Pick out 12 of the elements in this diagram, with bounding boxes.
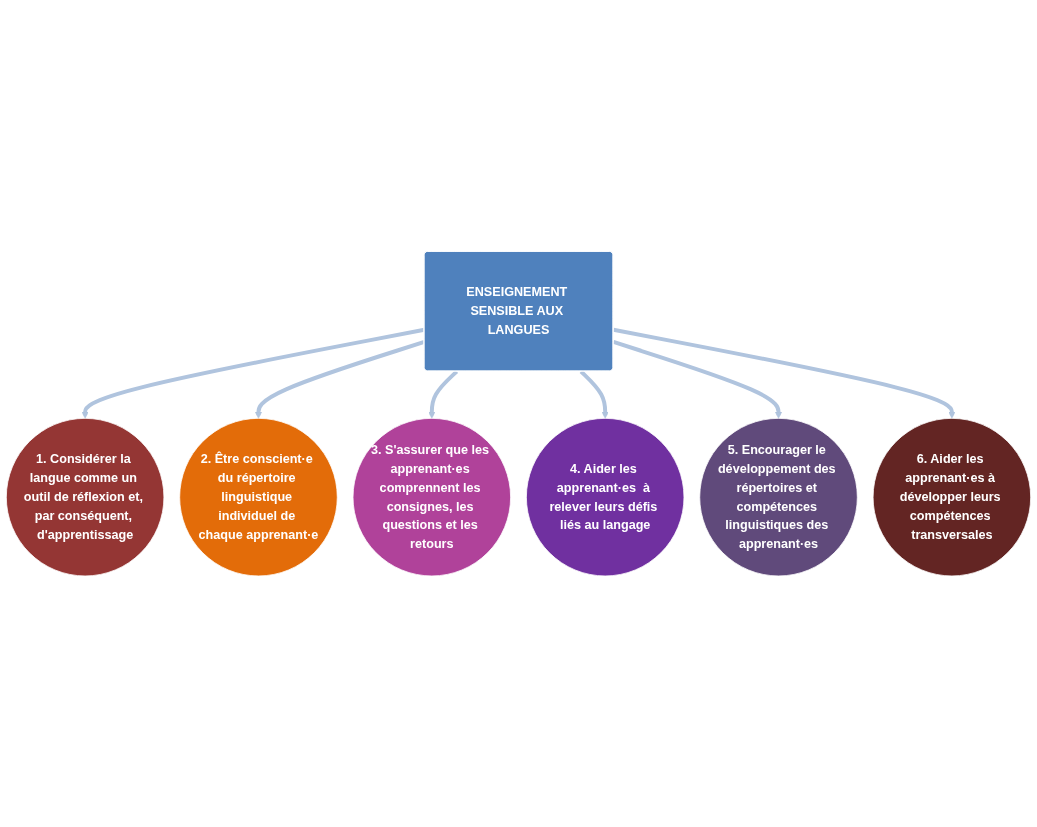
arrow bbox=[255, 339, 425, 419]
node-circle: 5. Encourager le développement des répertoires et compétences linguistiques des apprenant·es bbox=[699, 417, 858, 577]
node-circle: 1. Considérer la langue comme un outil de réflexion et, par conséquent, d'apprentissage bbox=[5, 417, 165, 577]
arrow bbox=[612, 339, 782, 419]
arrow bbox=[613, 327, 956, 419]
arrow bbox=[428, 369, 459, 419]
arrow bbox=[579, 369, 609, 419]
arrow bbox=[81, 327, 425, 419]
node-circle: 3. S'assurer que les apprenant·es comprennent les consignes, les questions et les retours bbox=[352, 417, 511, 577]
node-circle: 2. Être conscient·e du répertoire linguistique individuel de chaque apprenant·e bbox=[179, 417, 338, 577]
node-circle: 4. Aider les apprenant·es à relever leurs défis liés au langage bbox=[526, 417, 685, 577]
node-circle: 6. Aider les apprenant·es à développer leurs compétences transversales bbox=[872, 417, 1032, 577]
